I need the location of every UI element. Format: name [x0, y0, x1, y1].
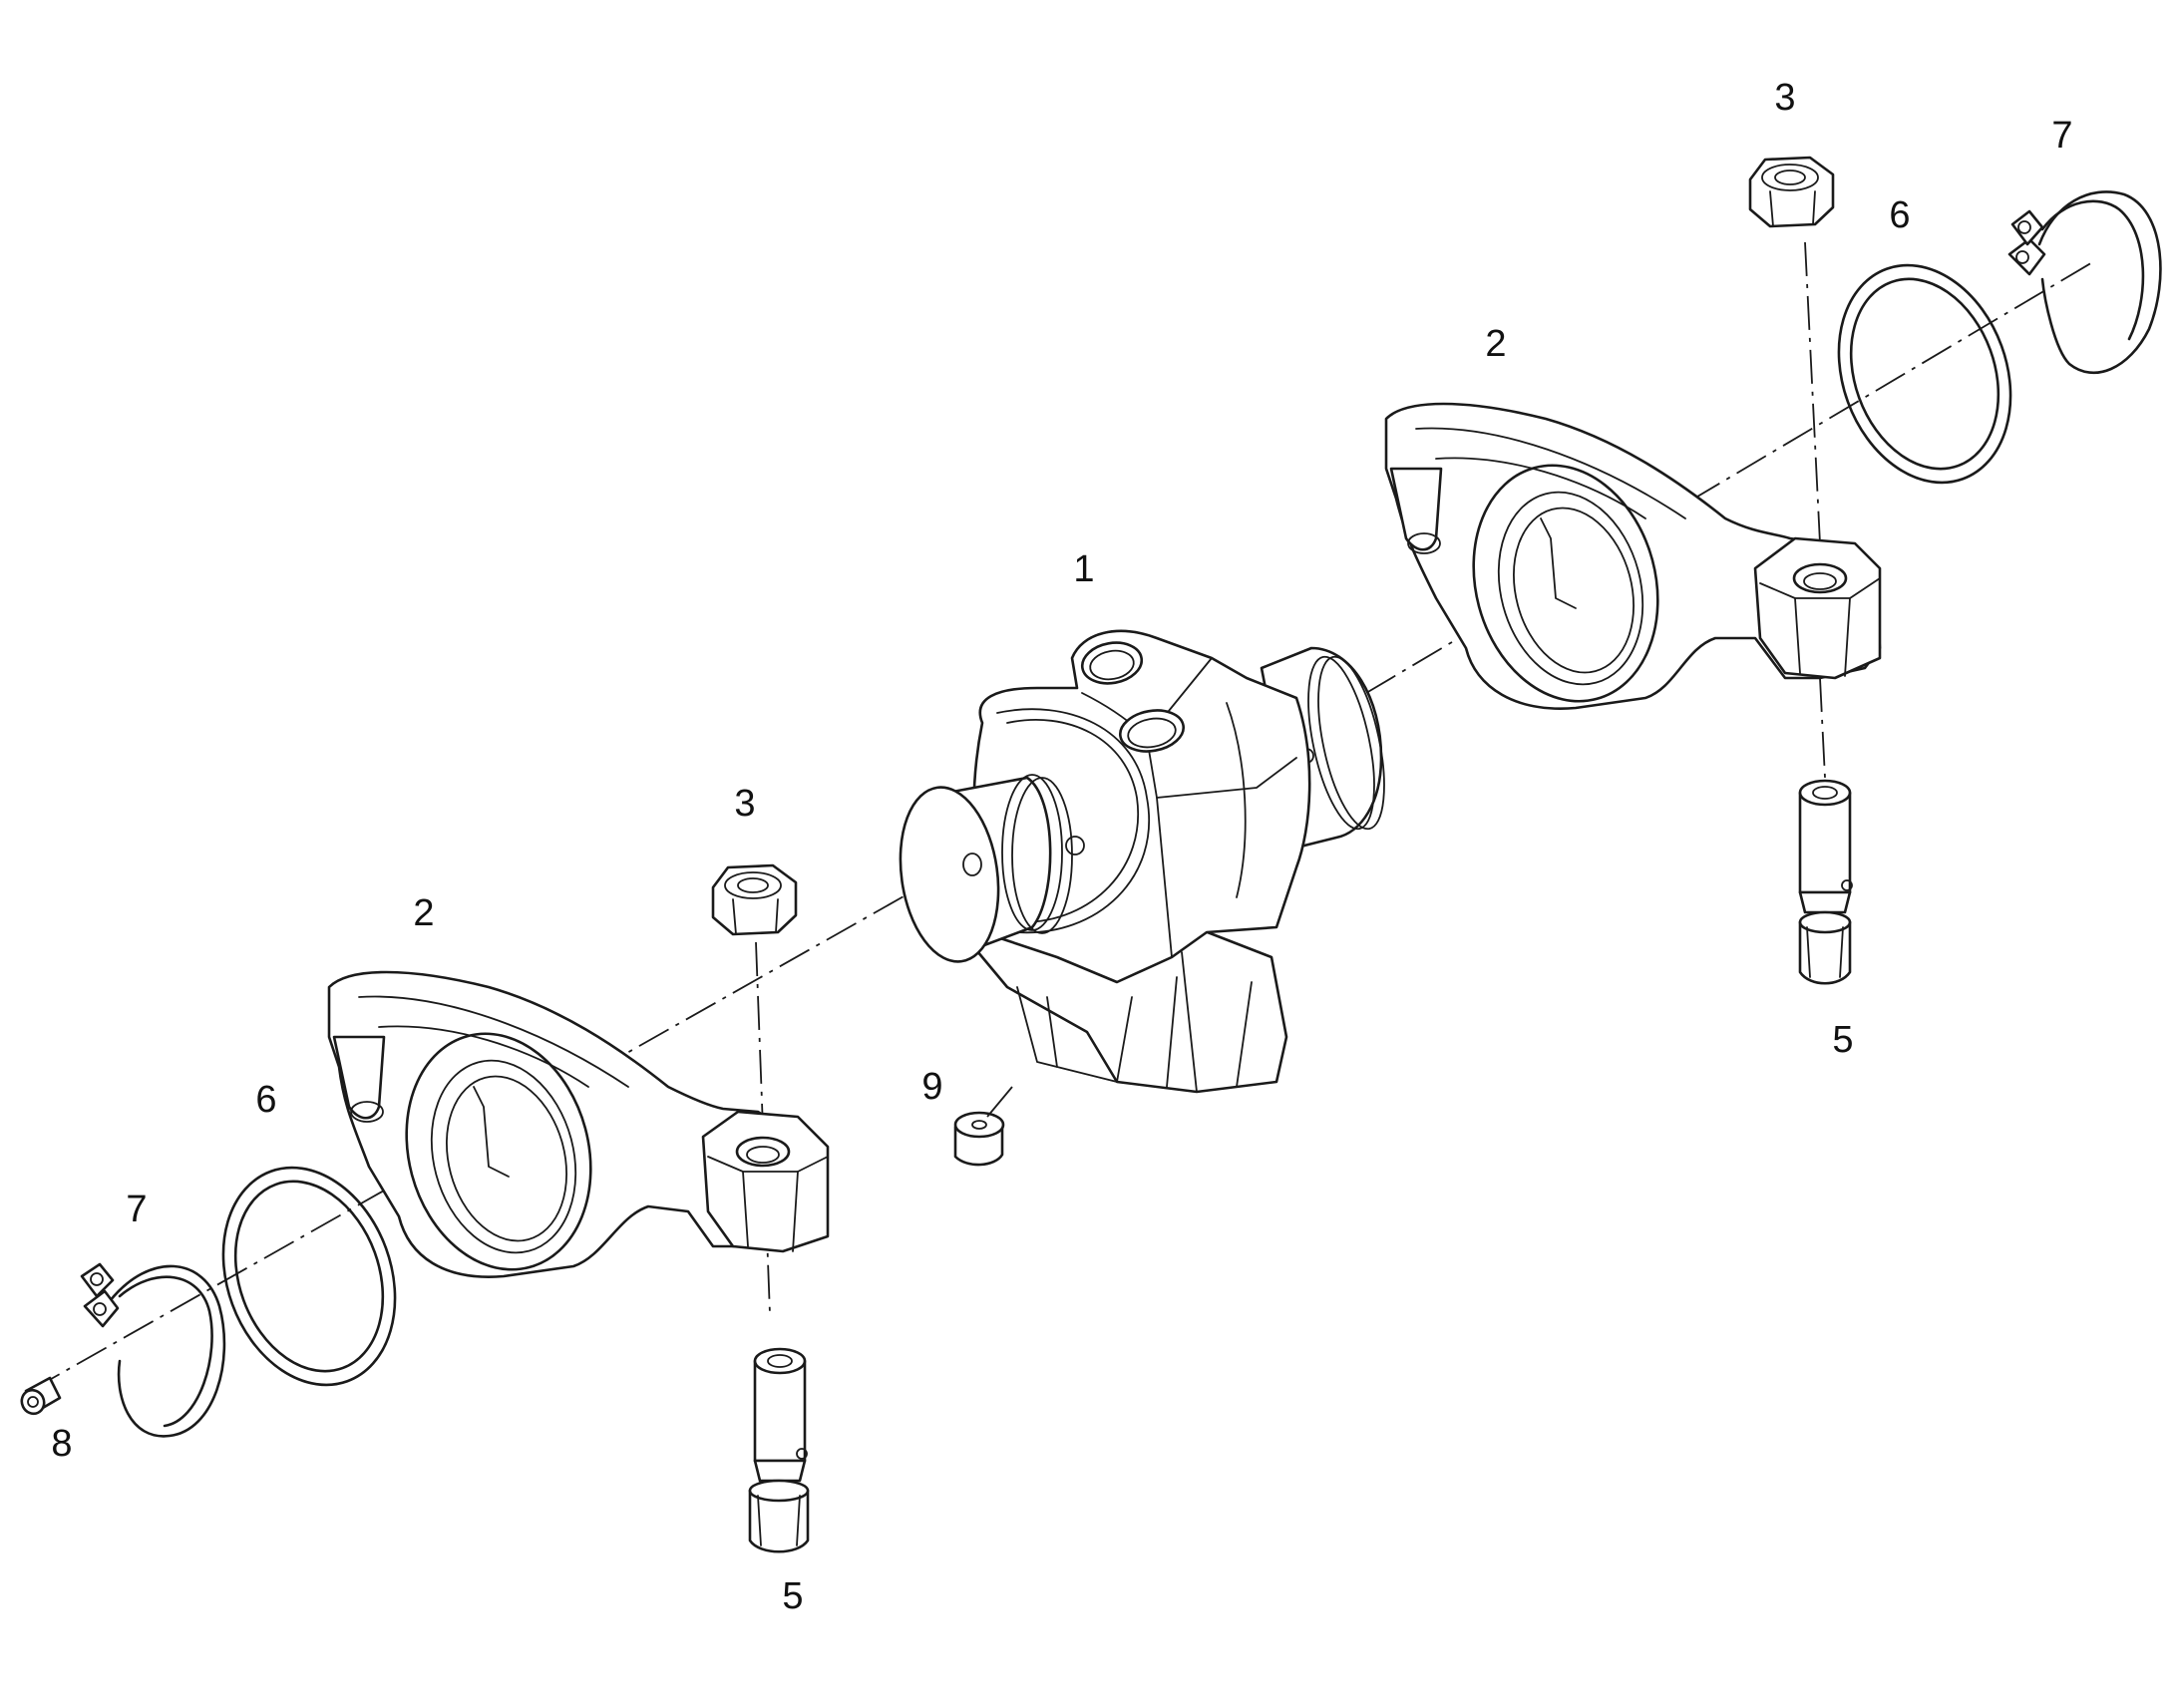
shim-left — [221, 1166, 397, 1387]
callout-3-right: 3 — [1774, 77, 1795, 119]
rocker-arm-right — [1384, 402, 1882, 710]
adjusting-screw-right — [1798, 779, 1853, 985]
rocker-shaft-support — [899, 629, 1385, 1094]
adjusting-screw-left — [748, 1347, 810, 1553]
callout-9: 9 — [921, 1066, 942, 1108]
callout-5-left: 5 — [782, 1575, 803, 1617]
plug-8 — [20, 1376, 62, 1416]
callout-8: 8 — [51, 1423, 72, 1465]
callout-6-right: 6 — [1889, 194, 1910, 236]
callout-2-left: 2 — [413, 892, 434, 934]
leader-lines — [986, 1086, 1013, 1118]
callout-7-right: 7 — [2051, 115, 2072, 157]
callout-7-left: 7 — [126, 1189, 147, 1230]
retaining-ring-right — [2007, 190, 2162, 375]
retaining-ring-left — [80, 1262, 226, 1438]
callout-5-right: 5 — [1832, 1019, 1853, 1061]
callout-labels: 1 2 2 3 3 5 5 6 6 7 7 8 9 — [51, 77, 2072, 1617]
nut-left — [711, 863, 798, 936]
dowel-9 — [953, 1111, 1005, 1167]
rocker-arm-left — [327, 970, 830, 1278]
callout-6-left: 6 — [255, 1079, 276, 1121]
shim-right — [1837, 263, 2012, 485]
nut-right — [1748, 156, 1835, 228]
callout-3-left: 3 — [734, 783, 755, 825]
callout-1: 1 — [1073, 548, 1094, 590]
callout-2-right: 2 — [1485, 323, 1506, 365]
